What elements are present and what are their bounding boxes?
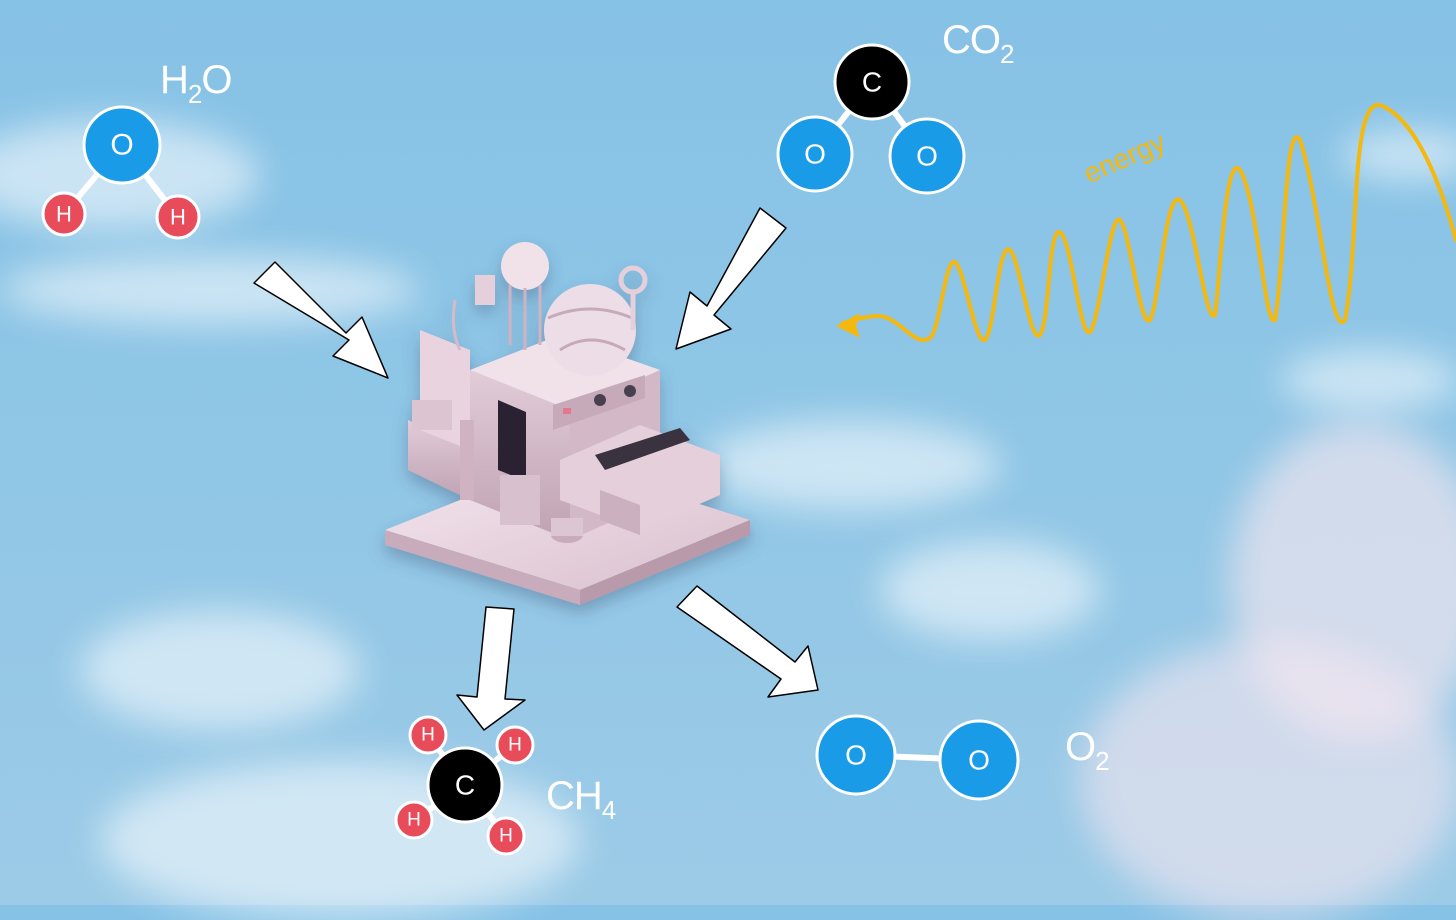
atom-label: O [804,139,826,170]
arrow-co2-to-machine [675,207,787,350]
cloud [880,540,1100,640]
oxygen-molecule: O O [815,714,1020,801]
hydrogen-atom [394,800,434,840]
atom-label: O [968,745,990,776]
cloud [1280,350,1456,410]
cloud [700,420,1000,510]
energy-arrowhead [836,313,860,338]
hydrogen-atom [495,725,535,765]
energy-wave [836,103,1456,343]
oxygen-atom [82,105,162,185]
atom-label: H [499,826,513,847]
water-molecule: O H H [41,105,201,240]
arrow-machine-to-methane [456,606,526,731]
co2-formula-label: CO2 [942,18,1015,69]
water-formula-label: H2O [160,58,232,109]
atom-label: H [170,205,186,230]
cloud [80,610,360,730]
oxygen-atom [938,719,1020,801]
hydrogen-atom [155,194,201,240]
carbon-atom [426,746,504,824]
oxygen-atom [815,714,897,796]
carbon-atom [833,43,911,121]
atom-label: H [56,202,72,227]
atom-label: H [407,810,421,831]
arrow-water-to-machine [253,261,389,379]
hydrogen-atom [408,715,448,755]
atom-label: C [862,67,882,98]
oxygen-formula-label: O2 [1065,725,1110,776]
cloud [0,255,420,325]
atom-label: O [916,141,938,172]
cloud [1080,640,1456,920]
co2-molecule: C O O [776,43,966,195]
atom-label: H [421,725,435,746]
methane-formula-label: CH4 [546,774,616,825]
oxygen-atom [888,117,966,195]
atom-label: O [110,129,133,162]
atom-label: H [508,735,522,756]
methane-molecule: C H H H H [394,715,535,856]
hydrogen-atom [41,191,87,237]
oxygen-atom [776,115,854,193]
atom-label: O [845,740,867,771]
machine-icon [385,242,750,605]
arrow-machine-to-oxygen [676,585,819,698]
atom-label: C [455,770,475,801]
hydrogen-atom [486,816,526,856]
